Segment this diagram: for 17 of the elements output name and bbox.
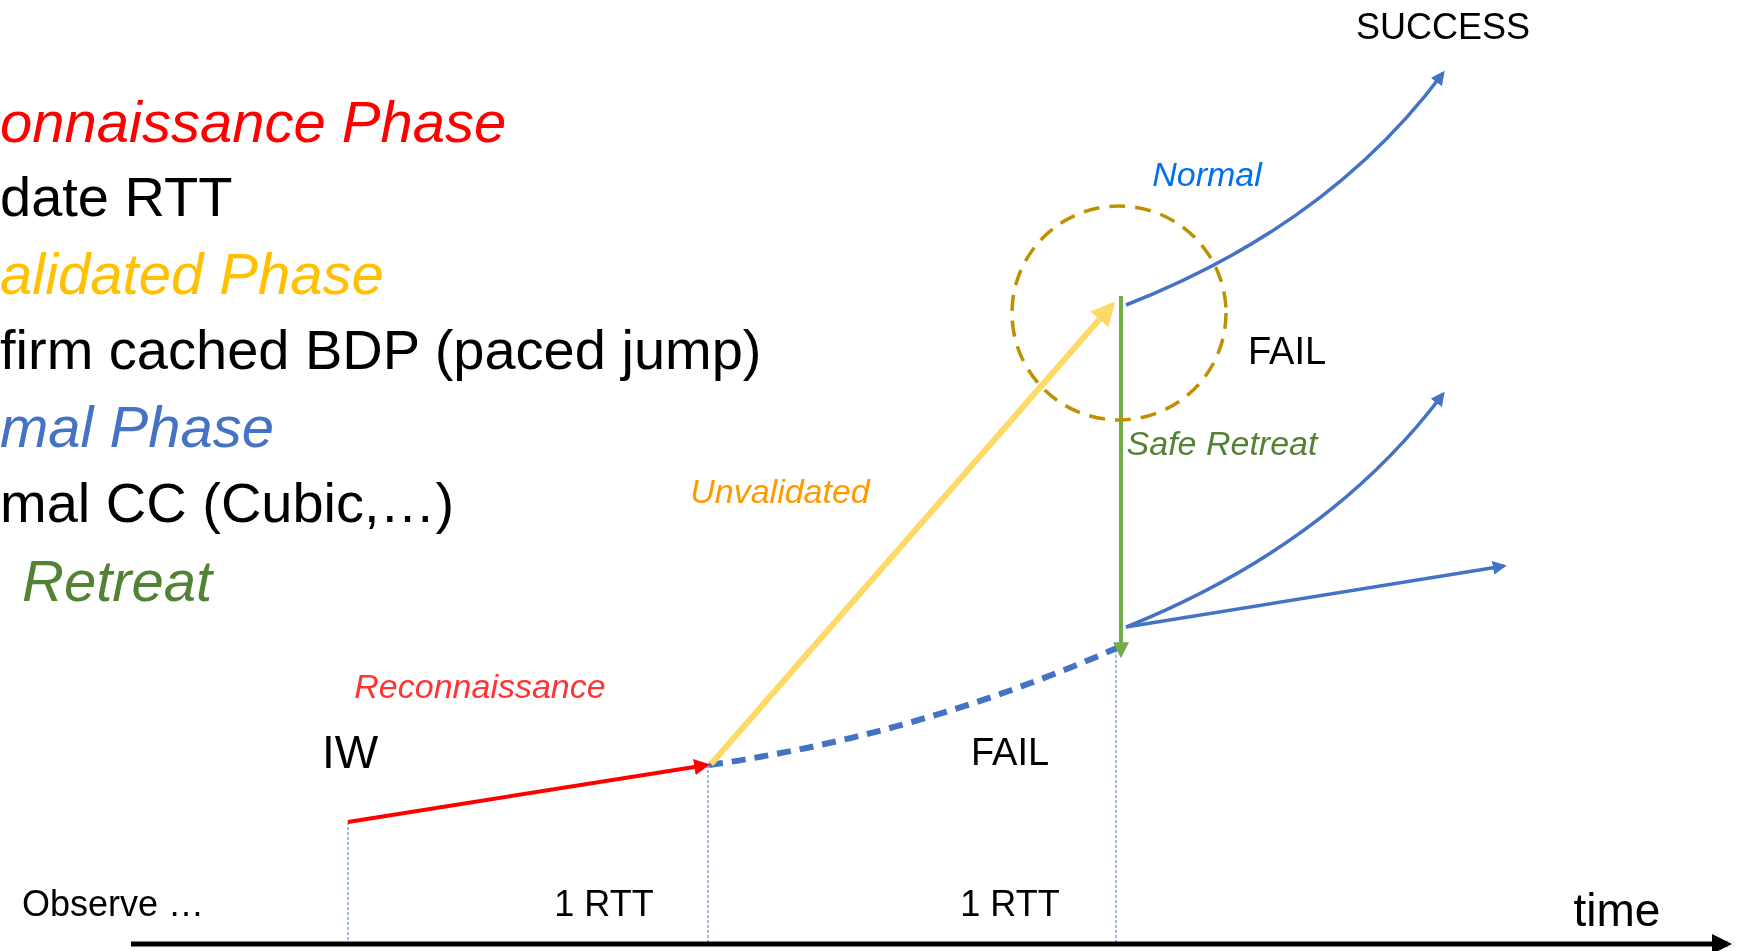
text-label: Retreat [22,552,213,610]
text-label: alidated Phase [0,245,384,303]
text-label: Safe Retreat [1126,426,1318,460]
text-label: IW [321,729,379,775]
text-label: 1 RTT [960,886,1060,922]
text-label: FAIL [970,733,1050,771]
text-label: onnaissance Phase [0,93,507,151]
text-label: 1 RTT [554,886,654,922]
text-label: FAIL [1247,332,1327,370]
text-label: date RTT [0,169,233,225]
text-label: time [1573,887,1661,933]
text-label: Observe … [21,886,205,922]
text-label: mal Phase [0,398,275,456]
text-label: Normal [1152,157,1262,191]
text-label: SUCCESS [1356,9,1530,45]
text-label: Reconnaissance [354,669,606,703]
text-label: Unvalidated [690,474,870,508]
